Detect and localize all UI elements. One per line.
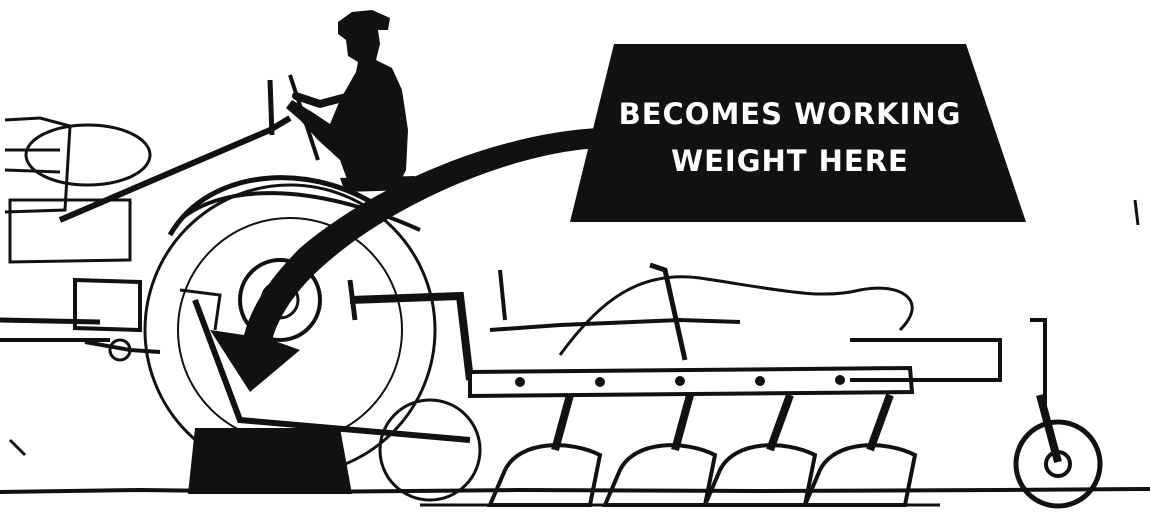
caption-line-2: WEIGHT HERE: [590, 144, 990, 178]
ground-line: [0, 489, 1150, 492]
stray-mark: [10, 440, 25, 455]
stray-mark: [1135, 200, 1138, 225]
wheel-shadow: [188, 428, 352, 494]
caption-line-1: BECOMES WORKING: [590, 97, 990, 131]
caption-banner: [570, 44, 1026, 222]
plow-icon: [420, 265, 1045, 505]
